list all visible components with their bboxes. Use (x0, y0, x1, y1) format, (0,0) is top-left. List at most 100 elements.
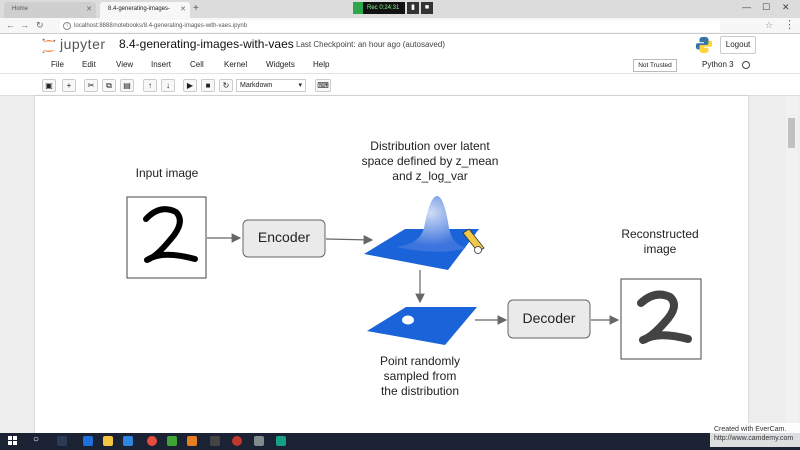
restart-icon[interactable]: ↻ (219, 79, 233, 92)
menu-insert[interactable]: Insert (151, 60, 172, 69)
forward-icon[interactable]: → (20, 20, 29, 30)
reconstructed-digit-2 (637, 290, 692, 344)
edge-icon[interactable] (83, 436, 93, 446)
jupyter-header: jupyter 8.4-generating-images-with-vaes … (0, 34, 800, 56)
evercam-watermark: Created with EverCam. http://www.camdemy… (710, 423, 800, 447)
point-label-line: sampled from (383, 369, 457, 383)
reload-icon[interactable]: ↻ (36, 20, 44, 30)
url-field[interactable]: i localhost:8888/notebooks/8.4-generatin… (60, 20, 720, 32)
keyboard-icon[interactable]: ⌨ (315, 79, 331, 92)
jupyter-logo-icon[interactable] (40, 37, 58, 55)
encoder-box (242, 219, 326, 258)
kernel-status-icon (742, 61, 750, 69)
app-icon-orange[interactable] (187, 436, 197, 446)
input-digit-2 (143, 206, 198, 263)
tab-notebook[interactable]: 8.4-generating-images- ✕ (100, 2, 190, 18)
not-trusted-button[interactable]: Not Trusted (633, 59, 677, 72)
encoder-label: Encoder (257, 229, 311, 245)
copy-icon[interactable]: ⧉ (102, 79, 116, 92)
menu-cell[interactable]: Cell (190, 60, 204, 69)
kernel-name: Python 3 (702, 60, 734, 69)
browser-tab-bar: Home ✕ 8.4-generating-images- ✕ + Rec 0:… (0, 0, 800, 18)
arrow-encoder-distribution (325, 235, 374, 245)
insert-cell-icon[interactable]: + (62, 79, 76, 92)
gaussian-distribution (396, 196, 466, 252)
windows-taskbar: ○ (0, 433, 800, 450)
browser-menu-icon[interactable]: ⋮ (784, 19, 795, 31)
move-up-icon[interactable]: ↑ (143, 79, 157, 92)
run-icon[interactable]: ▶ (183, 79, 197, 92)
pencil-cursor-icon (462, 228, 485, 254)
reconstructed-label: Reconstructed image (605, 227, 715, 257)
reconstructed-label-line: image (643, 242, 677, 256)
recorder-timer: Rec 0:24:31 (353, 2, 405, 14)
app-icon-teal[interactable] (276, 436, 286, 446)
task-view-icon[interactable] (57, 436, 67, 446)
decoder-label: Decoder (522, 310, 576, 326)
cut-icon[interactable]: ✂ (84, 79, 98, 92)
move-down-icon[interactable]: ↓ (161, 79, 175, 92)
minimize-icon[interactable]: — (742, 2, 751, 12)
menu-kernel[interactable]: Kernel (224, 60, 248, 69)
cell-type-value: Markdown (240, 82, 273, 89)
watermark-line: http://www.camdemy.com (714, 435, 794, 442)
address-bar: ← → ↻ i localhost:8888/notebooks/8.4-gen… (0, 18, 800, 34)
tab-notebook-label: 8.4-generating-images- (108, 6, 171, 12)
chevron-down-icon: ▾ (298, 82, 302, 89)
logout-button[interactable]: Logout (720, 36, 756, 54)
tab-home-label: Home (12, 6, 29, 12)
point-label-line: the distribution (380, 384, 460, 398)
recorder-stop-icon[interactable]: ■ (421, 2, 433, 14)
close-icon[interactable]: ✕ (180, 6, 186, 13)
notebook-toolbar: ▣ + ✂ ⧉ ▤ ↑ ↓ ▶ ■ ↻ Markdown ▾ ⌨ (0, 74, 800, 96)
back-icon[interactable]: ← (6, 20, 15, 30)
bookmark-star-icon[interactable]: ☆ (765, 20, 774, 30)
checkpoint-status: Last Checkpoint: an hour ago (autosaved) (296, 40, 445, 49)
distribution-label-line: space defined by z_mean (361, 154, 499, 168)
windows-start-icon[interactable] (8, 436, 18, 446)
reconstructed-label-line: Reconstructed (621, 227, 699, 241)
app-icon-green[interactable] (167, 436, 177, 446)
reconstructed-image-frame (620, 278, 702, 360)
distribution-label-line: and z_log_var (392, 169, 468, 183)
new-tab-icon[interactable]: + (193, 3, 199, 14)
scrollbar-thumb[interactable] (788, 118, 795, 148)
app-icon-gray[interactable] (254, 436, 264, 446)
paste-icon[interactable]: ▤ (120, 79, 134, 92)
url-text: localhost:8888/notebooks/8.4-generating-… (74, 23, 248, 29)
notebook-title[interactable]: 8.4-generating-images-with-vaes (119, 37, 294, 51)
scrollbar[interactable] (786, 96, 798, 433)
tab-home[interactable]: Home ✕ (4, 2, 96, 18)
store-icon[interactable] (123, 436, 133, 446)
file-explorer-icon[interactable] (103, 436, 113, 446)
point-label-line: Point randomly (379, 354, 461, 368)
interrupt-icon[interactable]: ■ (201, 79, 215, 92)
chrome-icon[interactable] (147, 436, 157, 446)
recorder-status-icon (353, 2, 363, 14)
menu-help[interactable]: Help (313, 60, 330, 69)
info-icon[interactable]: i (63, 22, 71, 30)
app-icon-dark[interactable] (210, 436, 220, 446)
search-icon[interactable]: ○ (33, 434, 40, 445)
recorder-pause-icon[interactable]: ▮ (407, 2, 419, 14)
menu-edit[interactable]: Edit (82, 60, 96, 69)
distribution-label-line: Distribution over latent (370, 139, 490, 153)
save-icon[interactable]: ▣ (42, 79, 56, 92)
recorder-app-icon[interactable] (232, 436, 242, 446)
input-image-label: Input image (135, 166, 199, 180)
menu-bar: File Edit View Insert Cell Kernel Widget… (0, 56, 800, 74)
distribution-label: Distribution over latent space defined b… (345, 139, 515, 184)
close-icon[interactable]: ✕ (86, 6, 92, 13)
watermark-line: Created with EverCam. (714, 426, 787, 433)
close-window-icon[interactable]: ✕ (782, 2, 790, 12)
jupyter-logo-text: jupyter (60, 36, 106, 52)
menu-view[interactable]: View (116, 60, 134, 69)
maximize-icon[interactable]: ☐ (762, 2, 771, 12)
menu-file[interactable]: File (51, 60, 64, 69)
decoder-box (507, 299, 591, 339)
cell-type-select[interactable]: Markdown ▾ (236, 79, 306, 92)
python-logo-icon (695, 36, 713, 54)
sample-plane (367, 307, 477, 345)
menu-widgets[interactable]: Widgets (266, 60, 295, 69)
